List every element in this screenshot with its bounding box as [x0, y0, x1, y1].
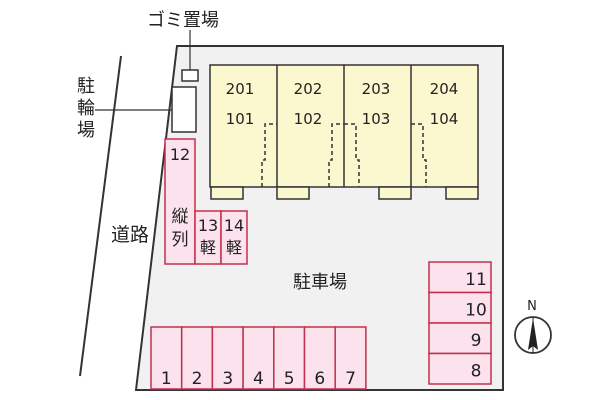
parking-space-outline: [428, 352, 492, 385]
parking-space-number: 4: [253, 369, 264, 389]
dashed-partition: [261, 123, 277, 187]
parking-space-number: 11: [465, 270, 487, 290]
parking-space-outline: [303, 326, 336, 390]
parking-space-number: 3: [222, 369, 233, 389]
parking-space: 4: [242, 326, 275, 390]
dashed-partition: [344, 123, 360, 187]
parking-column-right: 11 10 9 8: [428, 261, 492, 385]
compass-north-label: N: [527, 299, 537, 314]
parking-space: 8: [428, 352, 492, 385]
road-line: [79, 55, 122, 377]
unit-number: 203: [362, 80, 391, 98]
parking-space: 7: [334, 326, 367, 390]
parking-space-outline: [273, 326, 306, 390]
parking-area-label: 駐車場: [293, 272, 347, 293]
parking-space-outline: [334, 326, 367, 390]
tandem-label-2: 列: [172, 230, 189, 250]
entrance-step: [276, 186, 310, 200]
compass: N: [514, 299, 552, 354]
unit-number: 202: [294, 80, 323, 98]
parking-space-outline: [194, 210, 222, 265]
parking-space-number: 10: [465, 301, 487, 321]
bicycle-label-2: 輪: [77, 98, 95, 119]
bicycle-label-3: 場: [77, 120, 95, 141]
parking-space-13: 13 軽: [194, 210, 222, 265]
parking-space: 11: [428, 261, 492, 294]
dashed-partition: [328, 123, 344, 187]
parking-space-number: 14: [224, 216, 244, 235]
building: 201 202 203 204 101 102 103 104: [209, 64, 479, 200]
garbage-area-label: ゴミ置場: [147, 10, 219, 31]
parking-space-number: 5: [284, 369, 295, 389]
parking-space-outline: [180, 326, 214, 390]
unit-number: 103: [362, 110, 391, 128]
parking-space-number: 13: [198, 216, 218, 235]
light-vehicle-mark: 軽: [200, 238, 216, 257]
parking-space-number: 1: [161, 369, 172, 389]
parking-space-number: 6: [314, 369, 325, 389]
unit-number: 102: [294, 110, 323, 128]
parking-space-number: 12: [170, 145, 190, 164]
parking-space-outline: [211, 326, 244, 390]
parking-space: 2: [180, 326, 214, 390]
dashed-partition: [411, 123, 427, 187]
unit-number: 204: [430, 80, 459, 98]
parking-space-outline: [150, 326, 183, 390]
bicycle-label-1: 駐: [77, 76, 95, 97]
parking-space: 1: [150, 326, 183, 390]
parking-space: 10: [428, 291, 492, 324]
parking-space-12: 12 縦 列: [164, 138, 196, 265]
parking-space-number: 2: [192, 369, 203, 389]
parking-space-number: 7: [345, 369, 356, 389]
light-vehicle-mark: 軽: [226, 238, 242, 257]
parking-space: 9: [428, 322, 492, 355]
parking-space: 5: [273, 326, 306, 390]
parking-space: 3: [211, 326, 244, 390]
parking-space-14: 14 軽: [220, 210, 248, 265]
parking-space-number: 9: [471, 331, 482, 351]
parking-space: 6: [303, 326, 336, 390]
garbage-area-box: [181, 69, 199, 82]
unit-number: 104: [430, 110, 459, 128]
parking-space-number: 8: [471, 362, 482, 382]
road-label: 道路: [111, 224, 149, 246]
unit-number: 201: [226, 80, 255, 98]
parking-space-outline: [164, 138, 196, 265]
bicycle-parking-box: [171, 86, 197, 133]
unit-number: 101: [226, 110, 255, 128]
entrance-step: [378, 186, 412, 200]
entrance-step: [445, 186, 479, 200]
parking-space-outline: [220, 210, 248, 265]
tandem-label-1: 縦: [172, 207, 189, 227]
entrance-step: [210, 186, 244, 200]
parking-space-outline: [428, 322, 492, 355]
